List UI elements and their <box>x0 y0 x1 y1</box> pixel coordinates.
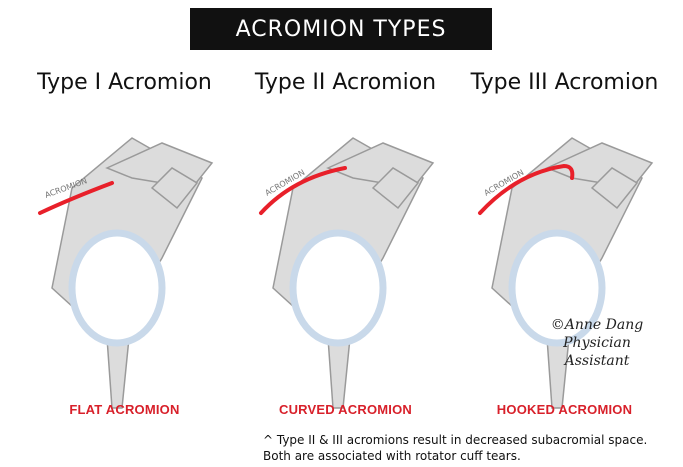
type-caption: CURVED ACROMION <box>233 402 458 417</box>
panel-heading: Type II Acromion <box>233 70 458 95</box>
panel-type-3: Type III Acromion ACROMION HOOKED ACROMI… <box>452 70 677 430</box>
panel-type-2: Type II Acromion ACROMION CURVED ACROMIO… <box>233 70 458 430</box>
signature-line-2: Physician Assistant <box>532 334 662 370</box>
scapula-illustration: ACROMION <box>12 108 237 408</box>
footnote: ^ Type II & III acromions result in decr… <box>263 432 678 464</box>
type-caption: FLAT ACROMION <box>12 402 237 417</box>
glenoid-ring <box>72 233 162 343</box>
footnote-line-2: Both are associated with rotator cuff te… <box>263 448 678 464</box>
panel-type-1: Type I Acromion ACROMION FLAT ACROMION <box>12 70 237 430</box>
scapula-illustration: ACROMION <box>233 108 458 408</box>
type-caption: HOOKED ACROMION <box>452 402 677 417</box>
glenoid-ring <box>293 233 383 343</box>
page-title: ACROMION TYPES <box>236 17 447 42</box>
artist-signature: ©Anne Dang Physician Assistant <box>532 316 662 370</box>
panel-heading: Type III Acromion <box>452 70 677 95</box>
title-banner: ACROMION TYPES <box>190 8 492 50</box>
footnote-line-1: ^ Type II & III acromions result in decr… <box>263 432 678 448</box>
panel-heading: Type I Acromion <box>12 70 237 95</box>
signature-line-1: ©Anne Dang <box>532 316 662 334</box>
